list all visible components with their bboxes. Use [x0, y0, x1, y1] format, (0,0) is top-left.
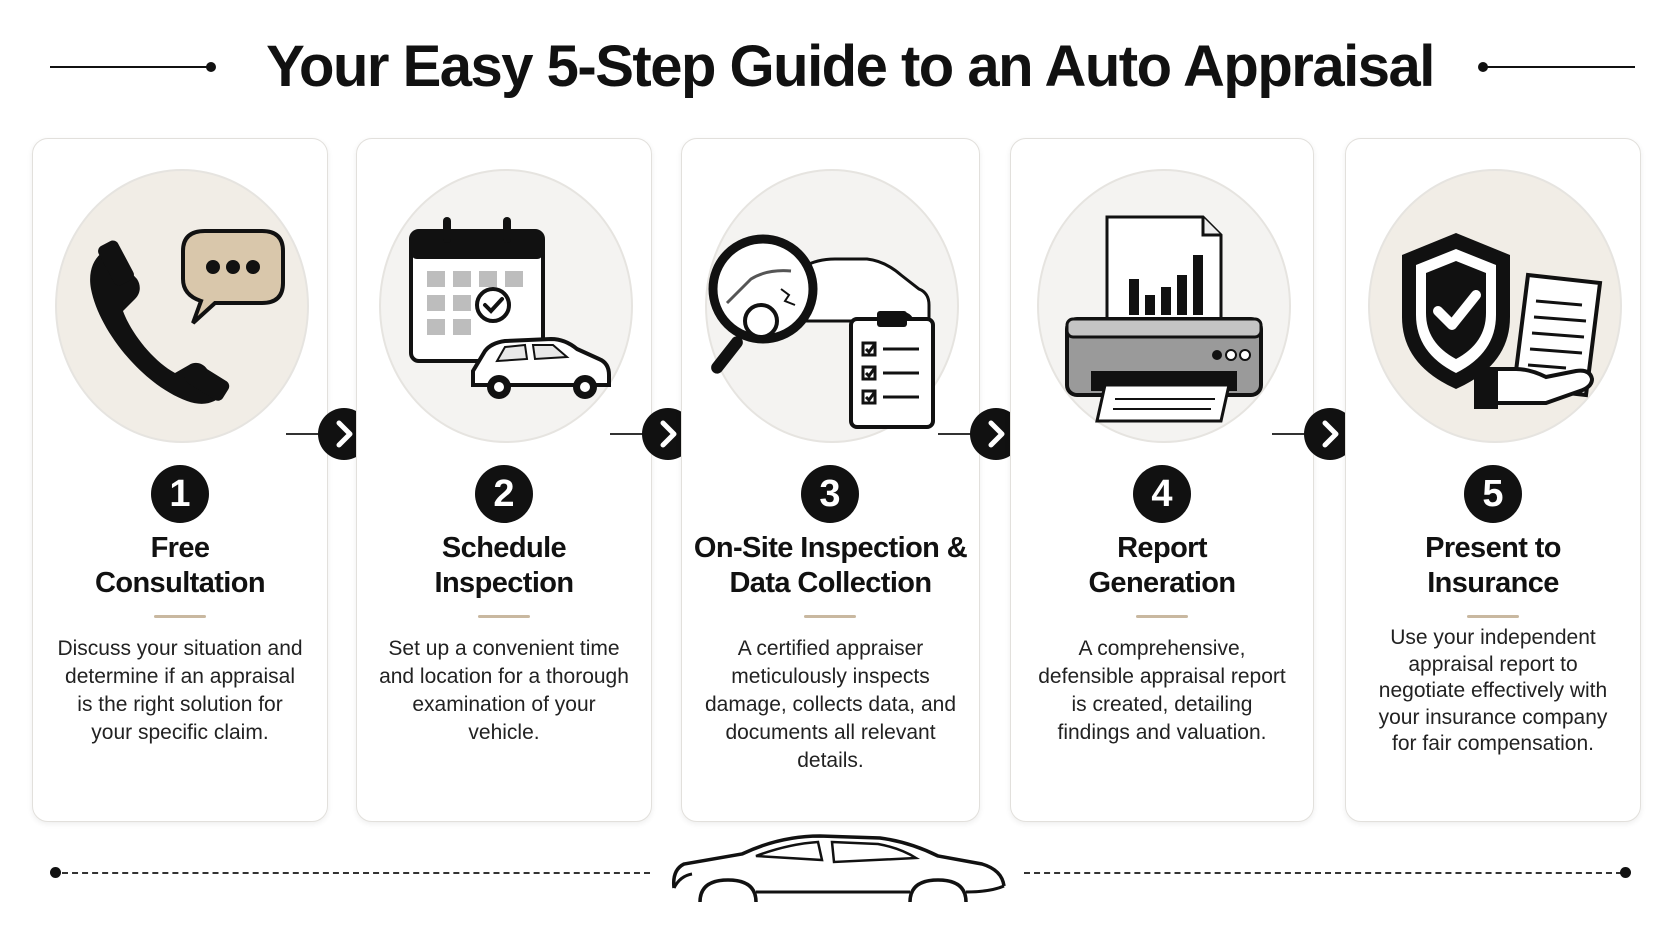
phone-chat-icon [90, 229, 285, 404]
step-title-line: Data Collection [729, 567, 932, 599]
footer-decoration [0, 830, 1672, 910]
title-dot-right [1478, 62, 1488, 72]
step-card-3: 3 On-Site Inspection & Data Collection A… [681, 138, 980, 822]
calendar-car-icon [409, 217, 611, 399]
title-rule-left [50, 66, 210, 68]
chevron-right-icon [988, 420, 1005, 448]
header: Your Easy 5-Step Guide to an Auto Apprai… [0, 28, 1672, 108]
step-title-line: Generation [1088, 567, 1236, 599]
page-title: Your Easy 5-Step Guide to an Auto Apprai… [266, 34, 1435, 99]
connector-line [1272, 433, 1308, 435]
footer-dashed-line-right [1024, 872, 1622, 874]
step-title: Free Consultation [43, 531, 317, 601]
step-title-line: Free [150, 532, 210, 564]
step-description: A comprehensive, defensible appraisal re… [1038, 637, 1286, 744]
step-number-badge: 4 [1133, 465, 1191, 523]
step-title-line: Present to [1425, 532, 1561, 564]
title-underline [1136, 615, 1188, 618]
step-description: Discuss your situation and determine if … [57, 637, 303, 744]
icon-circle [55, 169, 309, 443]
step-card-1: 1 Free Consultation Discuss your situati… [32, 138, 328, 822]
connector-line [286, 433, 322, 435]
step-title: Present to Insurance [1356, 531, 1630, 601]
step-title: On-Site Inspection & Data Collection [692, 531, 969, 601]
footer-dashed-line-left [62, 872, 650, 874]
step-title-line: Report [1117, 532, 1207, 564]
shield-document-icon [1402, 233, 1603, 409]
step-description: Use your independent appraisal report to… [1378, 626, 1608, 755]
printer-report-icon [1065, 215, 1263, 423]
title-rule-right [1485, 66, 1635, 68]
step-title-line: Inspection [434, 567, 574, 599]
chevron-right-icon [660, 420, 677, 448]
step-description: A certified appraiser meticulously inspe… [705, 637, 956, 772]
step-number-badge: 5 [1464, 465, 1522, 523]
magnifier-clipboard-icon [708, 234, 935, 429]
title-underline [154, 615, 206, 618]
step-card-5: 5 Present to Insurance Use your independ… [1345, 138, 1641, 822]
step-title-line: Schedule [441, 532, 567, 564]
step-card-4: 4 Report Generation A comprehensive, def… [1010, 138, 1314, 822]
step-number-badge: 3 [801, 465, 859, 523]
icon-circle [705, 169, 959, 443]
step-description: Set up a convenient time and location fo… [379, 637, 629, 744]
step-card-2: 2 Schedule Inspection Set up a convenien… [356, 138, 652, 822]
step-title: Schedule Inspection [367, 531, 641, 601]
title-underline [804, 615, 856, 618]
step-number-badge: 2 [475, 465, 533, 523]
title-underline [1467, 615, 1519, 618]
step-title: Report Generation [1021, 531, 1303, 601]
step-title-line: Insurance [1427, 567, 1559, 599]
title-dot-left [206, 62, 216, 72]
connector-line [610, 433, 646, 435]
title-underline [478, 615, 530, 618]
connector-line [938, 433, 974, 435]
footer-dot-right [1620, 867, 1631, 878]
chevron-right-icon [336, 420, 353, 448]
step-title-line: Consultation [94, 567, 266, 599]
icon-circle [1368, 169, 1622, 443]
icon-circle [1037, 169, 1291, 443]
footer-dot-left [50, 867, 61, 878]
step-title-line: On-Site Inspection & [693, 532, 968, 564]
step-number-badge: 1 [151, 465, 209, 523]
icon-circle [379, 169, 633, 443]
chevron-right-icon [1322, 420, 1339, 448]
sports-car-icon [671, 834, 1006, 903]
